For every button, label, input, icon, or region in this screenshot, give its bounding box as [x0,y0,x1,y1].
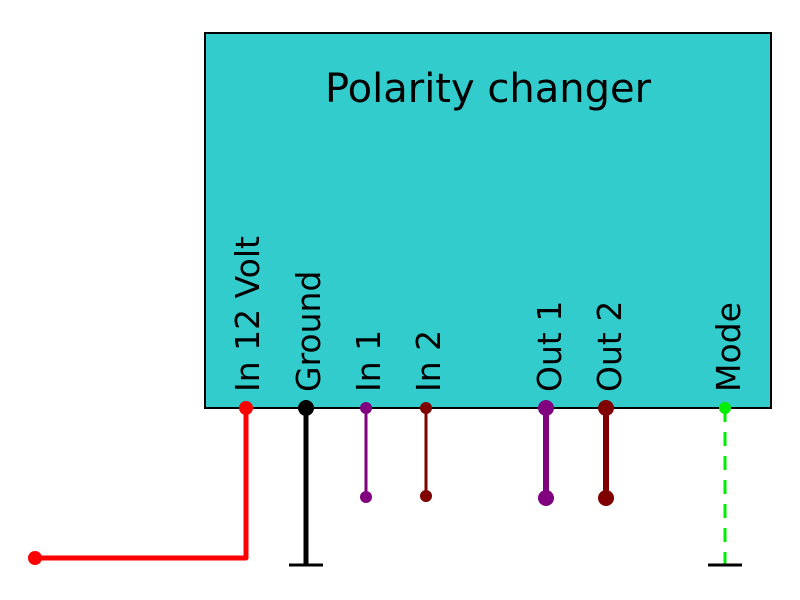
pin-label-out-1: Out 1 [530,301,569,392]
pin-label-out-2: Out 2 [590,301,629,392]
pin-label-ground: Ground [289,271,328,392]
terminal-in-12-volt [239,401,253,415]
polarity-changer-box [204,32,772,409]
terminal-out-2-end [598,490,614,506]
wire-out-2 [598,400,614,506]
pin-label-in-1: In 1 [349,330,388,392]
terminal-in-1-end [360,491,372,503]
wire-ground [289,400,323,567]
terminal-out-1-end [538,490,554,506]
terminal-in-12-volt-end [28,551,42,565]
terminal-out-1 [538,400,554,416]
wire-out-1 [538,400,554,506]
terminal-mode [719,402,731,414]
terminal-in-1 [360,402,372,414]
wire-mode [708,402,742,567]
terminal-out-2 [598,400,614,416]
wire-in-1 [360,402,372,503]
wire-in-2 [420,402,432,502]
terminal-ground [298,400,314,416]
pin-label-mode: Mode [709,302,748,392]
wire-in-12-volt-line [35,408,249,561]
wire-in-12-volt [28,401,253,565]
pin-label-in-2: In 2 [409,330,448,392]
pin-label-in-12-volt: In 12 Volt [228,236,267,392]
module-title: Polarity changer [325,66,652,112]
terminal-in-2 [420,402,432,414]
terminal-in-2-end [420,490,432,502]
